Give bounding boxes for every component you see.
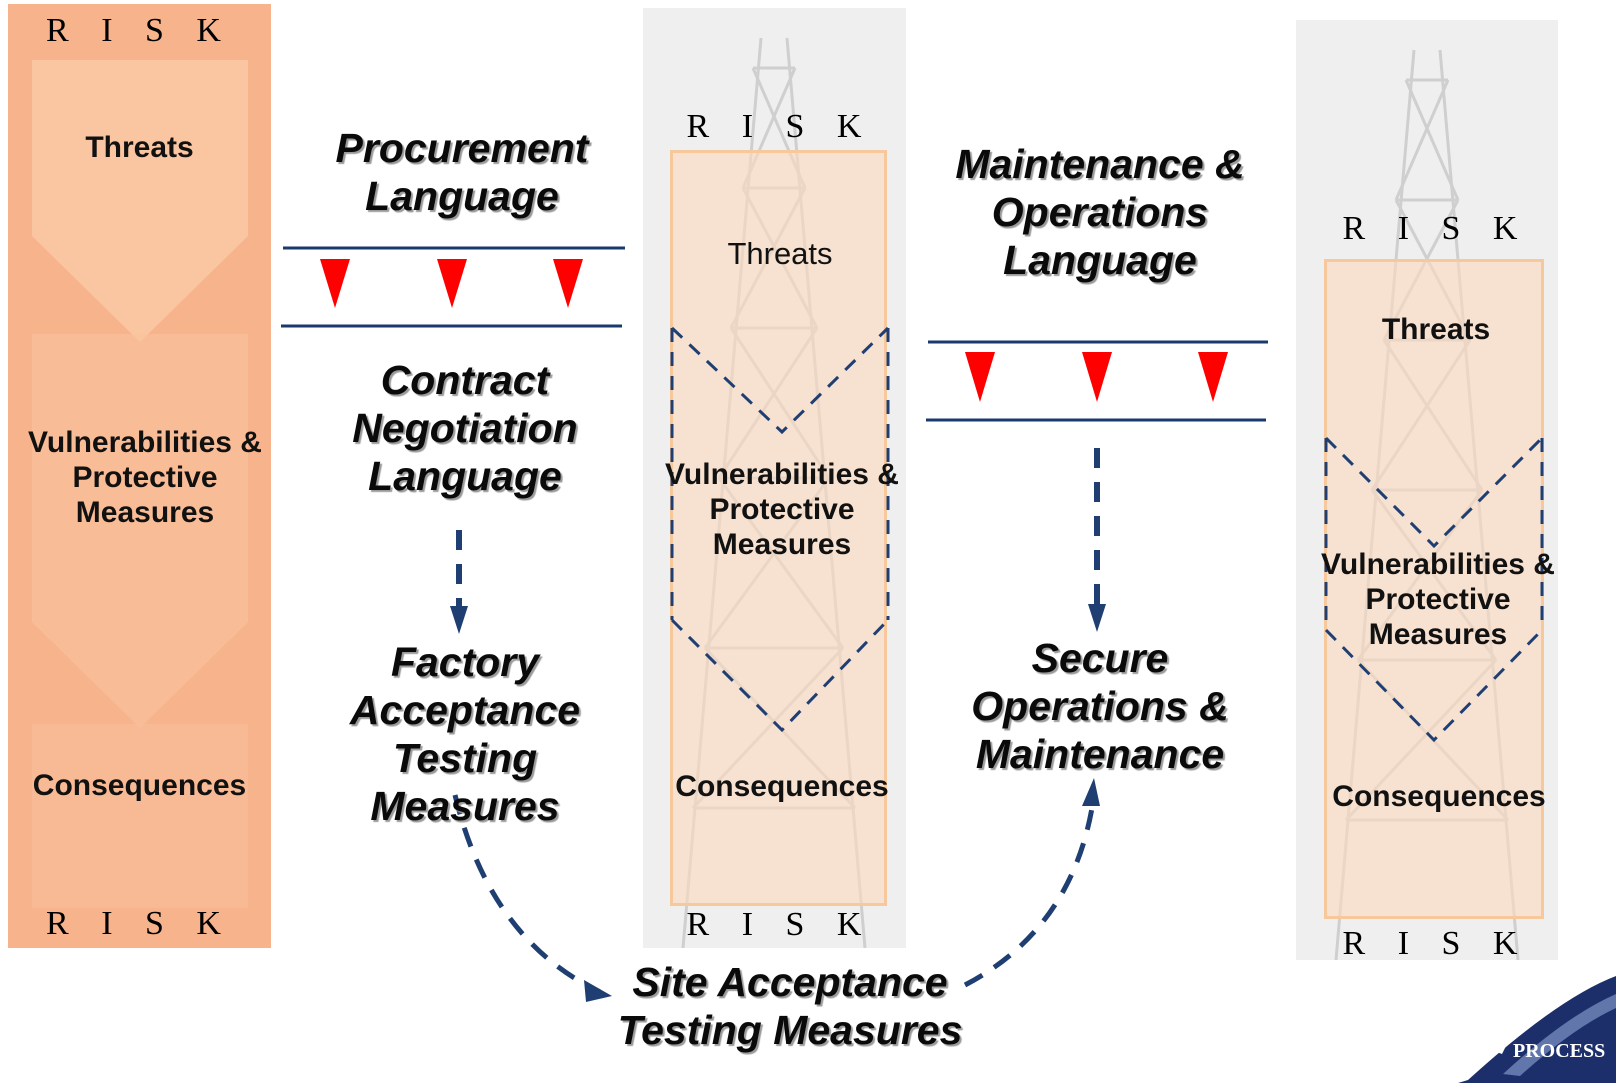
risk-top-3: R I S K	[1342, 210, 1530, 247]
stage-procurement: Procurement Language	[335, 125, 589, 219]
logo-text: PROCESS	[1513, 1040, 1606, 1062]
stage-contract: Contract Negotiation Language	[352, 357, 578, 499]
threats-label-3: Threats	[1381, 313, 1491, 346]
arrow-head-icon	[450, 606, 468, 634]
stage-secure: Secure Operations & Maintenance	[971, 635, 1229, 777]
vulnerabilities-label-3: Vulnerabilities & Protective Measures	[1321, 548, 1555, 651]
risk-column-2-dashed-chevrons	[670, 326, 890, 733]
threats-label-1: Threats	[85, 131, 194, 164]
arrow-head-icon	[584, 980, 612, 1002]
vulnerabilities-label-1: Vulnerabilities & Protective Measures	[28, 426, 262, 529]
threats-label-2: Threats	[727, 236, 833, 271]
risk-top-2: R I S K	[686, 108, 874, 145]
risk-column-1	[8, 4, 271, 948]
red-triangle-icon	[1198, 352, 1228, 402]
consequences-label-1: Consequences	[32, 769, 247, 802]
red-triangle-icon	[320, 259, 350, 308]
logo-swoosh-icon	[1458, 976, 1616, 1083]
arrow-factory-to-site	[452, 794, 602, 995]
vulnerabilities-label-2: Vulnerabilities & Protective Measures	[665, 458, 899, 561]
risk-box-2	[670, 150, 887, 906]
risk-column-1-arrows	[32, 60, 248, 908]
consequences-label-3: Consequences	[1332, 780, 1546, 813]
stage-factory: Factory Acceptance Testing Measures	[349, 639, 581, 829]
risk-box-3	[1324, 259, 1544, 919]
arrow-head-icon	[1088, 604, 1106, 632]
arrow-site-to-secure	[963, 807, 1095, 988]
arrow-head-icon	[1082, 778, 1100, 806]
risk-bottom-1: R I S K	[46, 905, 233, 942]
process-logo: PROCESS	[1298, 968, 1616, 1083]
red-triangle-icon	[965, 352, 995, 402]
stage-maintenance: Maintenance & Operations Language	[955, 141, 1245, 283]
red-triangle-icon	[1082, 352, 1112, 402]
red-triangle-icon	[437, 259, 467, 308]
risk-bottom-3: R I S K	[1342, 925, 1530, 962]
risk-bottom-2: R I S K	[686, 906, 874, 943]
risk-top-1: R I S K	[46, 12, 233, 49]
consequences-label-2: Consequences	[675, 770, 889, 803]
risk-column-3-dashed-chevrons	[1324, 436, 1544, 743]
red-triangle-icon	[553, 259, 583, 308]
stage-site: Site Acceptance Testing Measures	[617, 959, 963, 1053]
